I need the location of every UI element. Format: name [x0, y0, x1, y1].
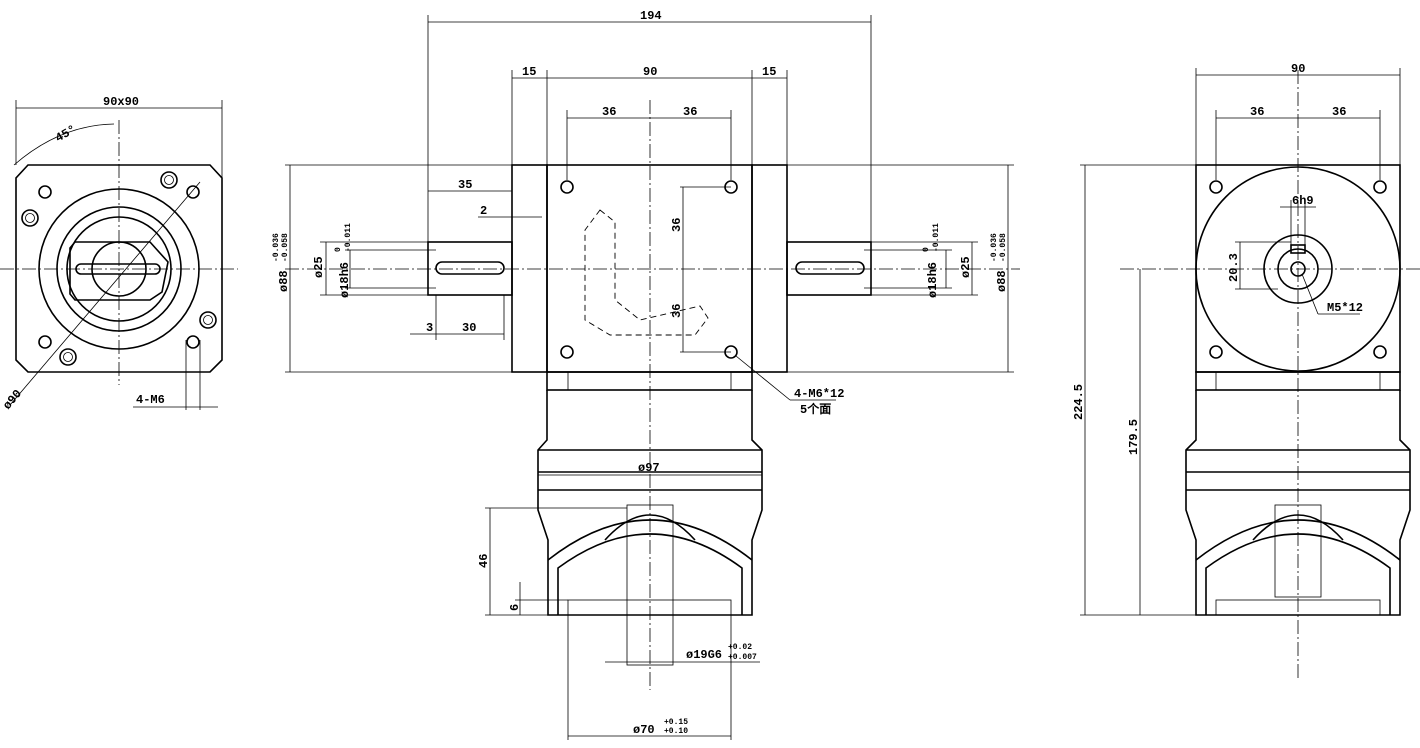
right-flange-dia: ø88: [995, 270, 1009, 292]
dim-15-left: 15: [522, 65, 536, 79]
left-flange-tol-upper: -0.036: [272, 233, 281, 262]
left-hole-tr: [186, 185, 200, 199]
left-hole-bl: [38, 335, 52, 349]
left-hole-tl: [38, 185, 52, 199]
front-hole: [560, 345, 574, 359]
left-screw-head: [59, 348, 77, 366]
left-shaft-dia: ø25: [312, 256, 326, 278]
front-shaft-left: [427, 241, 513, 296]
right-flange-tol-lower: -0.058: [999, 233, 1008, 262]
right-thread-leader: [1301, 273, 1319, 315]
front-key-left: [435, 261, 505, 275]
dim-35: 35: [458, 178, 472, 192]
bore-tol-upper: +0.02: [728, 643, 752, 652]
right-fit-tol-lower: -0.011: [932, 223, 941, 252]
right-36-left: 36: [1250, 105, 1264, 119]
left-end-view: 90x90 45° ø90 4-M6: [0, 95, 238, 413]
front-view: 194 15 90 15 36 36 36 36 35 2 3 30 ø88: [272, 9, 1020, 740]
front-adapter-inner-arc: [604, 514, 696, 541]
left-screw-inner: [25, 213, 35, 223]
dim-30: 30: [462, 321, 476, 335]
left-shaft-fit: ø18h6: [338, 262, 352, 298]
front-hole: [560, 180, 574, 194]
pilot-tol-lower: +0.10: [664, 727, 688, 736]
thread-leader: [735, 355, 791, 401]
left-diagonal-pcd: [9, 181, 201, 406]
front-body: [546, 164, 753, 373]
right-shaft-dia: ø25: [959, 256, 973, 278]
dim-2: 2: [480, 204, 487, 218]
right-center-thread-label: M5*12: [1327, 301, 1363, 315]
right-hole: [1209, 345, 1223, 359]
left-flange-tol-lower: -0.058: [281, 233, 290, 262]
right-hole: [1373, 180, 1387, 194]
left-hole-br: [186, 335, 200, 349]
dim-36-v-bottom: 36: [670, 304, 684, 318]
dim-46: 46: [477, 554, 491, 568]
right-overall-height: 224.5: [1072, 384, 1086, 420]
front-pilot: [567, 599, 732, 616]
left-flange-outline: [15, 164, 223, 373]
left-screw-inner: [164, 175, 174, 185]
left-fit-tol-upper: 0: [334, 247, 343, 252]
front-adapter-dome: [557, 533, 743, 615]
right-flange-tol-upper: -0.036: [990, 233, 999, 262]
front-key-right: [795, 261, 865, 275]
left-fit-tol-lower: -0.011: [344, 223, 353, 252]
right-width: 90: [1291, 62, 1305, 76]
bore-tol-lower: +0.007: [728, 653, 757, 662]
dim-6: 6: [508, 604, 522, 611]
left-width-label: 90x90: [103, 95, 139, 109]
left-angle-arc: [13, 123, 115, 166]
left-screw-inner: [203, 315, 213, 325]
dim-36-v-top: 36: [670, 218, 684, 232]
bore-fit: ø19G6: [686, 648, 722, 662]
front-flange-left: [511, 164, 548, 373]
left-screw-inner: [63, 352, 73, 362]
right-key-height: 20.3: [1227, 253, 1241, 282]
dim-194: 194: [640, 9, 662, 23]
dim-3: 3: [426, 321, 433, 335]
left-flange-dia: ø88: [277, 270, 291, 292]
pilot-tol-upper: +0.15: [664, 718, 688, 727]
right-shaft-fit: ø18h6: [926, 262, 940, 298]
left-thread-label: 4-M6: [136, 393, 165, 407]
right-hole: [1209, 180, 1223, 194]
left-screw-head: [21, 209, 39, 227]
dim-36-left: 36: [602, 105, 616, 119]
left-screw-head: [199, 311, 217, 329]
thread-note-1: 4-M6*12: [794, 387, 844, 401]
dim-15-right: 15: [762, 65, 776, 79]
front-shaft-right: [786, 241, 872, 296]
left-clamp-ring: [69, 241, 169, 301]
dim-36-right: 36: [683, 105, 697, 119]
left-angle-label: 45°: [53, 123, 79, 146]
right-36-right: 36: [1332, 105, 1346, 119]
front-flange-right: [751, 164, 788, 373]
right-fit-tol-upper: 0: [922, 247, 931, 252]
right-hole: [1373, 345, 1387, 359]
front-lower-band: [546, 371, 753, 391]
thread-note-2: 5个面: [800, 401, 831, 417]
pilot-dia: ø70: [633, 723, 655, 737]
right-key-width: 6h9: [1292, 194, 1314, 208]
right-side-view: 90 36 36 6h9 20.3 M5*12 224.5 179.5: [1072, 62, 1420, 680]
dim-90: 90: [643, 65, 657, 79]
left-screw-head: [160, 171, 178, 189]
right-partial-height: 179.5: [1127, 419, 1141, 455]
left-pcd-label: ø90: [0, 387, 25, 413]
housing-dia: ø97: [638, 461, 660, 475]
front-hidden-cavity: [584, 209, 709, 336]
